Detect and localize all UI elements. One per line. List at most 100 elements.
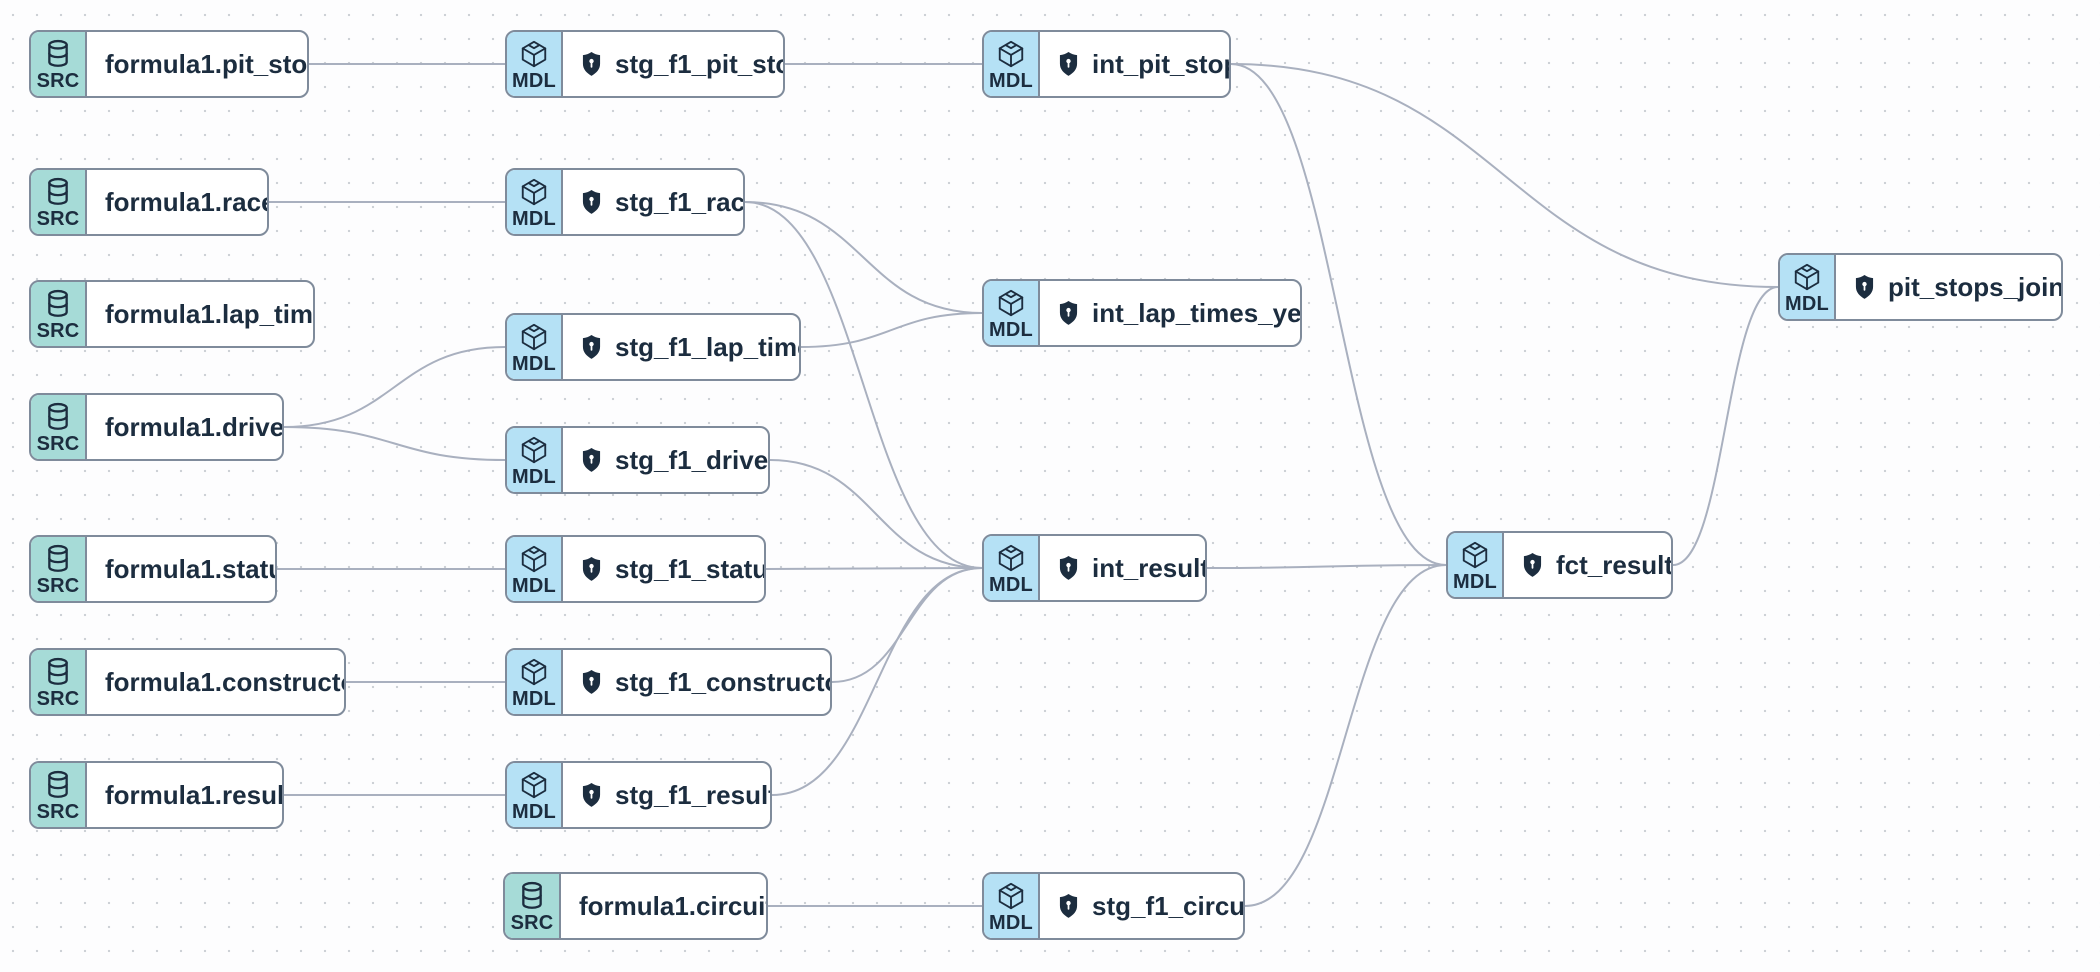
node-type-badge: MDL	[512, 801, 556, 823]
node-fct_results[interactable]: MDL fct_results	[1446, 531, 1673, 599]
node-src-formula1-circuits[interactable]: SRC formula1.circuits	[503, 872, 768, 940]
node-type-badge: MDL	[512, 466, 556, 488]
node-type-section: MDL	[507, 315, 563, 379]
node-src-formula1-lap_times[interactable]: SRC formula1.lap_times	[29, 280, 315, 348]
node-type-badge: SRC	[36, 575, 80, 597]
database-icon	[44, 177, 72, 207]
node-type-section: SRC	[31, 170, 87, 234]
node-type-section: SRC	[31, 395, 87, 459]
node-type-badge: SRC	[36, 70, 80, 92]
node-type-badge: SRC	[36, 433, 80, 455]
shield-icon	[581, 51, 602, 77]
node-label: formula1.drivers	[105, 411, 284, 442]
edge-stg_f1_races-int_lap_times_years[interactable]	[744, 201, 983, 314]
node-label: formula1.races	[105, 186, 267, 217]
database-icon	[44, 770, 72, 800]
cube-icon	[519, 435, 549, 465]
edge-src-formula1-drivers-stg_f1_drivers[interactable]	[283, 426, 506, 461]
node-label: formula1.pit_stops	[105, 48, 308, 79]
node-label: formula1.circuits	[579, 890, 768, 921]
node-type-section: MDL	[507, 537, 563, 601]
edge-stg_f1_lap_times-int_lap_times_years[interactable]	[800, 312, 983, 348]
shield-icon	[1058, 555, 1079, 581]
edge-stg_f1_results-int_results[interactable]	[771, 567, 983, 796]
node-src-formula1-drivers[interactable]: SRC formula1.drivers	[29, 393, 284, 461]
shield-icon	[581, 782, 602, 808]
edge-int_pit_stops-fct_results[interactable]	[1230, 63, 1447, 566]
shield-icon	[1058, 300, 1079, 326]
node-stg_f1_results[interactable]: MDL stg_f1_results	[505, 761, 772, 829]
node-type-section: MDL	[507, 650, 563, 714]
node-body: formula1.status	[87, 537, 275, 601]
node-label: stg_f1_drivers	[615, 444, 769, 475]
node-type-badge: SRC	[36, 208, 80, 230]
edge-stg_f1_status-int_results[interactable]	[765, 567, 983, 570]
node-stg_f1_status[interactable]: MDL stg_f1_status	[505, 535, 766, 603]
node-label: formula1.status	[105, 553, 275, 584]
node-label: formula1.constructors	[105, 666, 344, 697]
shield-icon	[1854, 274, 1875, 300]
node-stg_f1_drivers[interactable]: MDL stg_f1_drivers	[505, 426, 770, 494]
node-type-section: SRC	[31, 763, 87, 827]
node-type-badge: SRC	[36, 320, 80, 342]
cube-icon	[519, 657, 549, 687]
node-type-section: SRC	[31, 32, 87, 96]
node-label: stg_f1_lap_times	[615, 331, 799, 362]
edge-stg_f1_drivers-int_results[interactable]	[769, 459, 983, 569]
node-type-badge: SRC	[36, 688, 80, 710]
node-int_lap_times_years[interactable]: MDL int_lap_times_years	[982, 279, 1302, 347]
node-src-formula1-results[interactable]: SRC formula1.results	[29, 761, 284, 829]
node-src-formula1-status[interactable]: SRC formula1.status	[29, 535, 277, 603]
node-stg_f1_lap_times[interactable]: MDL stg_f1_lap_times	[505, 313, 801, 381]
edge-stg_f1_races-int_results[interactable]	[744, 201, 983, 569]
node-stg_f1_pit_stops[interactable]: MDL stg_f1_pit_stops	[505, 30, 785, 98]
node-type-section: MDL	[1448, 533, 1504, 597]
node-label: stg_f1_status	[615, 553, 766, 584]
node-body: formula1.lap_times	[87, 282, 314, 346]
node-label: stg_f1_circuits	[1092, 890, 1245, 921]
edge-stg_f1_constructors-int_results[interactable]	[831, 567, 983, 683]
node-label: formula1.lap_times	[105, 298, 314, 329]
shield-icon	[581, 669, 602, 695]
cube-icon	[519, 322, 549, 352]
edge-fct_results-pit_stops_joined[interactable]	[1672, 286, 1779, 566]
edge-int_results-fct_results[interactable]	[1206, 564, 1447, 569]
node-type-section: MDL	[507, 32, 563, 96]
edge-stg_f1_circuits-fct_results[interactable]	[1244, 564, 1447, 907]
cube-icon	[996, 288, 1026, 318]
node-label: pit_stops_joined	[1888, 271, 2063, 302]
node-stg_f1_constructors[interactable]: MDL stg_f1_constructors	[505, 648, 832, 716]
node-stg_f1_circuits[interactable]: MDL stg_f1_circuits	[982, 872, 1245, 940]
node-int_results[interactable]: MDL int_results	[982, 534, 1207, 602]
edge-src-formula1-drivers-stg_f1_lap_times[interactable]	[283, 346, 506, 428]
node-src-formula1-pit_stops[interactable]: SRC formula1.pit_stops	[29, 30, 309, 98]
database-icon	[44, 657, 72, 687]
cube-icon	[1792, 262, 1822, 292]
node-type-badge: MDL	[989, 912, 1033, 934]
node-label: stg_f1_constructors	[615, 666, 830, 697]
database-icon	[44, 289, 72, 319]
node-type-badge: MDL	[1785, 293, 1829, 315]
shield-icon	[1058, 51, 1079, 77]
node-type-section: MDL	[984, 32, 1040, 96]
node-type-badge: MDL	[989, 70, 1033, 92]
node-label: int_results	[1092, 552, 1205, 583]
node-stg_f1_races[interactable]: MDL stg_f1_races	[505, 168, 745, 236]
database-icon	[44, 544, 72, 574]
database-icon	[518, 881, 546, 911]
node-body: pit_stops_joined	[1836, 255, 2063, 319]
node-src-formula1-constructors[interactable]: SRC formula1.constructors	[29, 648, 346, 716]
node-label: fct_results	[1556, 549, 1673, 580]
node-pit_stops_joined[interactable]: MDL pit_stops_joined	[1778, 253, 2063, 321]
node-body: stg_f1_pit_stops	[563, 32, 783, 96]
edge-int_pit_stops-pit_stops_joined[interactable]	[1230, 63, 1779, 288]
node-int_pit_stops[interactable]: MDL int_pit_stops	[982, 30, 1231, 98]
shield-icon	[1058, 893, 1079, 919]
node-src-formula1-races[interactable]: SRC formula1.races	[29, 168, 269, 236]
node-type-badge: MDL	[989, 319, 1033, 341]
cube-icon	[519, 177, 549, 207]
node-type-badge: MDL	[512, 70, 556, 92]
database-icon	[44, 39, 72, 69]
